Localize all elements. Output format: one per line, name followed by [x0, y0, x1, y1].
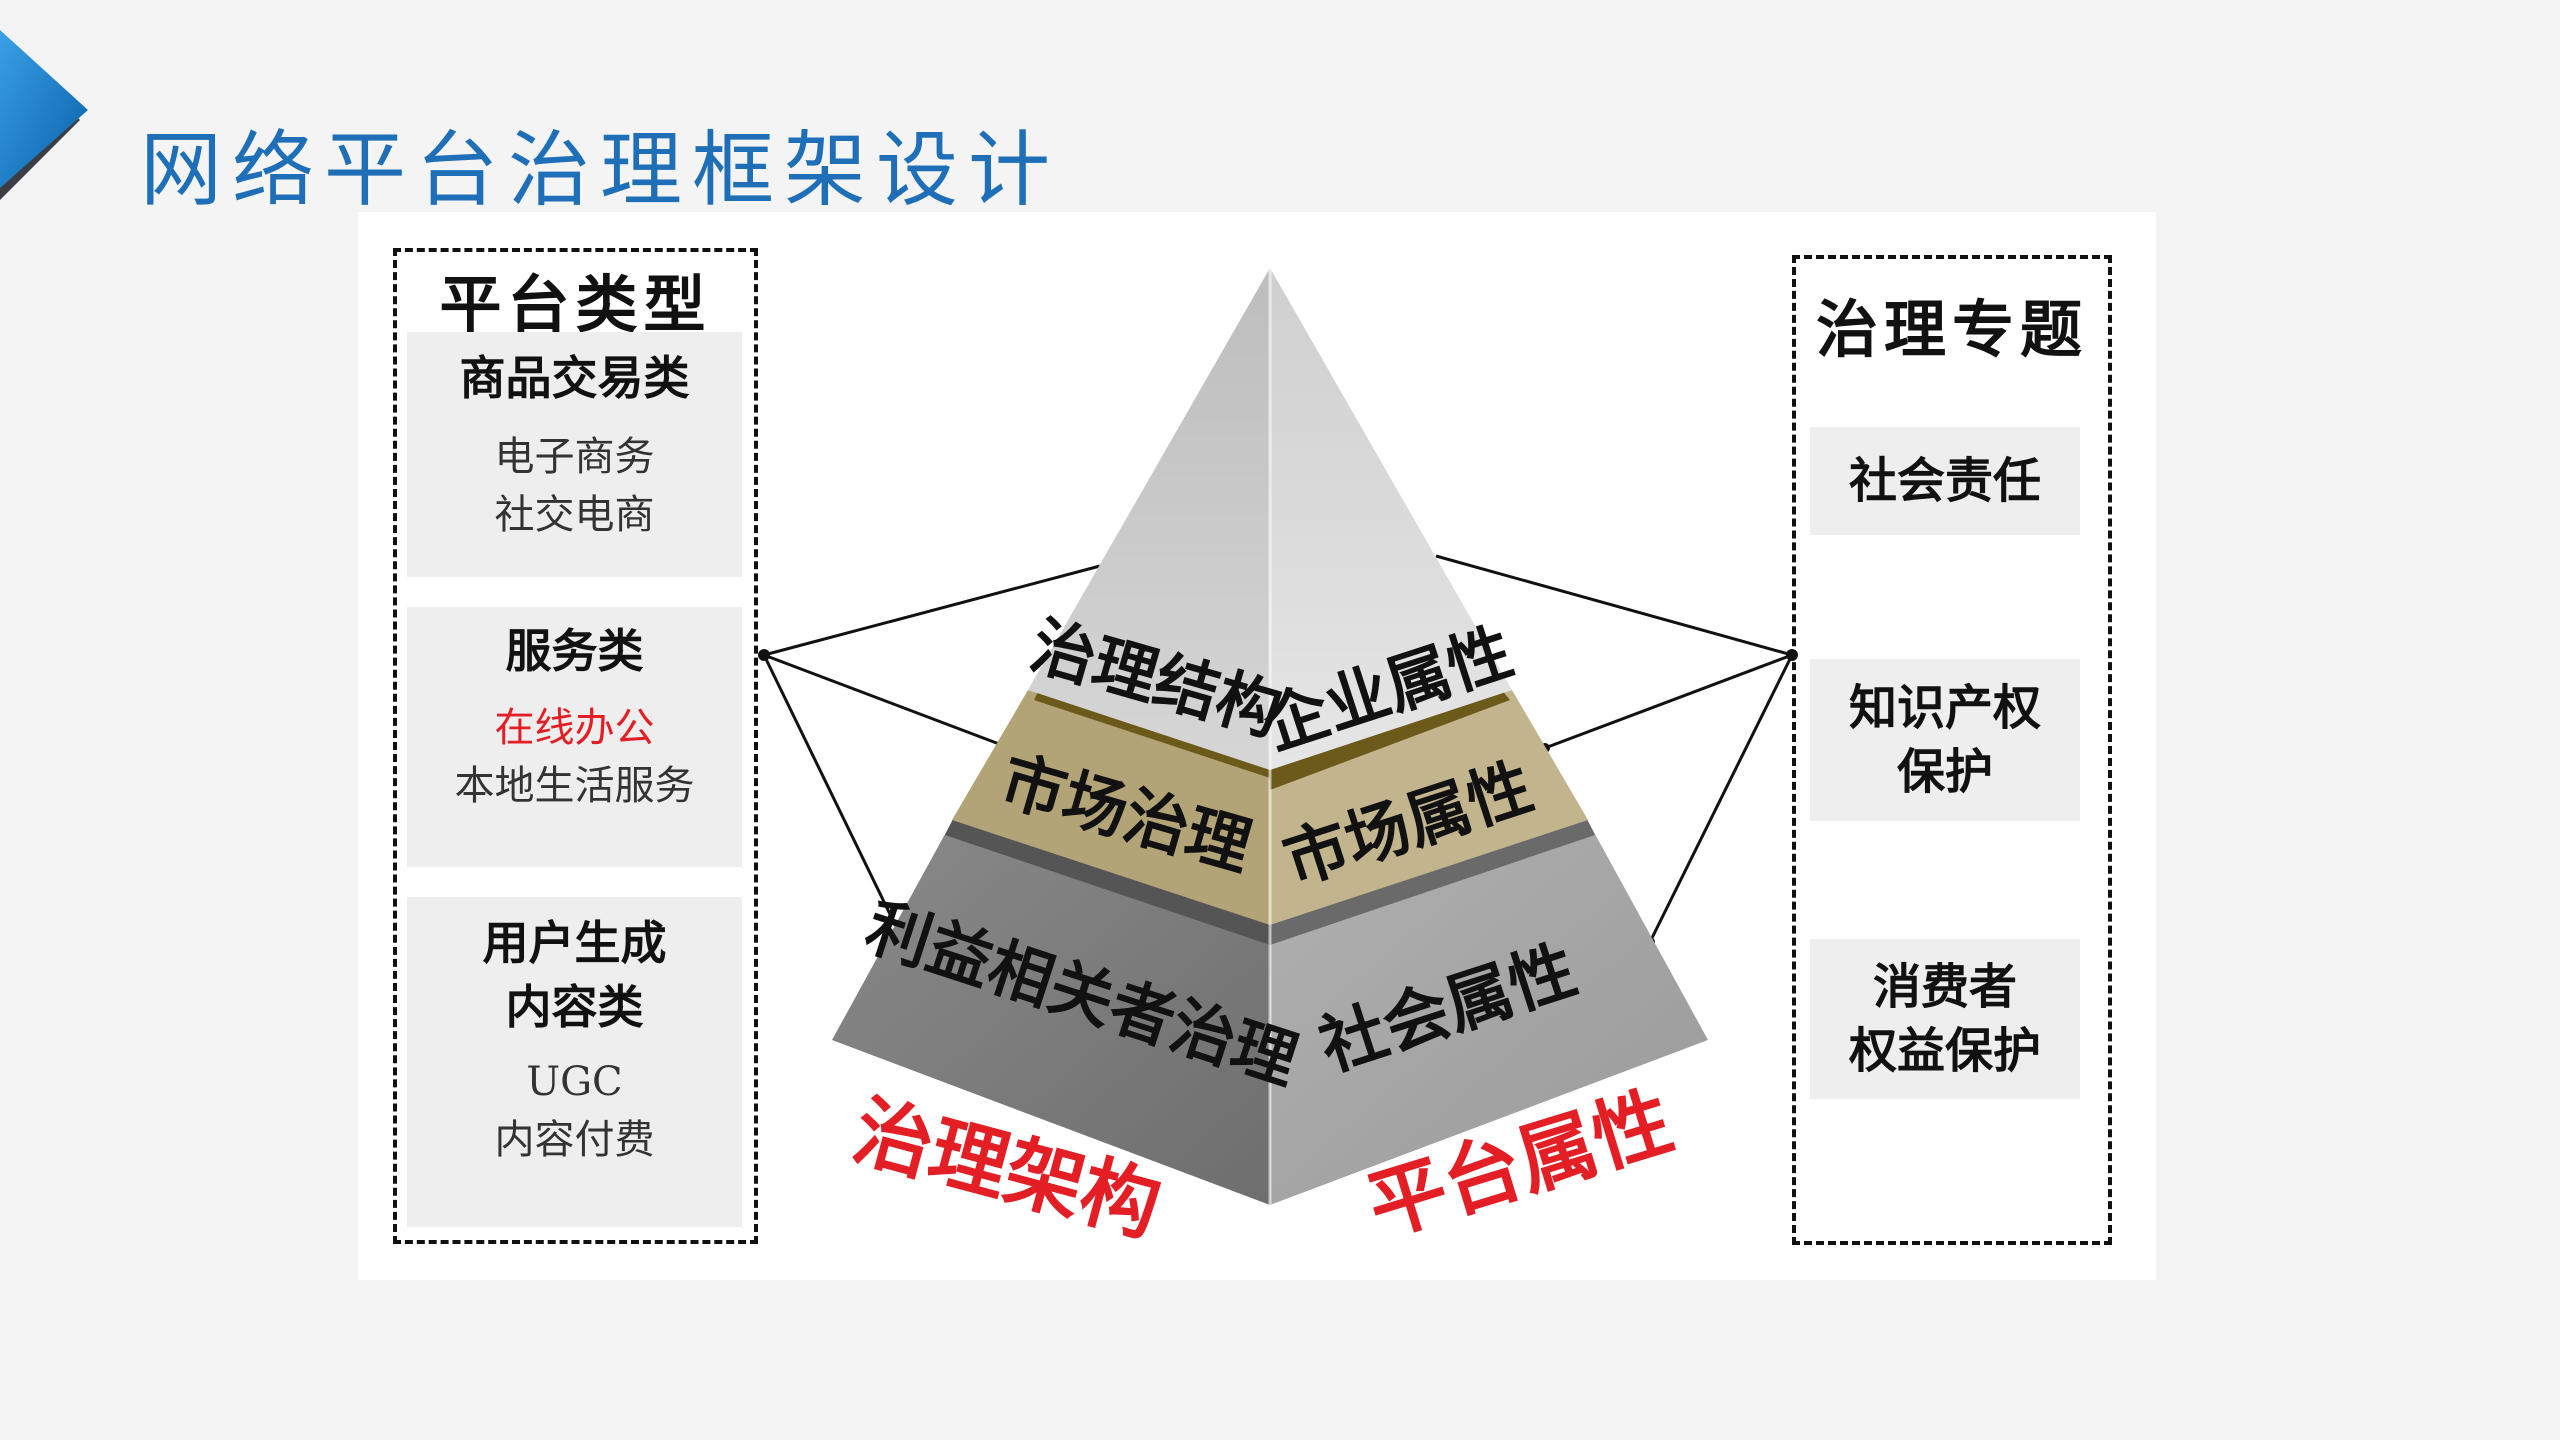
- left-connectors: [762, 564, 1101, 946]
- topic-line: 社会责任: [1848, 453, 2041, 509]
- group-item: 社交电商: [494, 492, 655, 538]
- tier-top-right-face: [1270, 268, 1512, 770]
- tier-bottom-band: [945, 815, 1270, 945]
- right-connectors: [1435, 554, 1794, 943]
- platform-types-column: 平台类型 商品交易类 电子商务 社交电商 服务类 在线办公 本地生活服务 用户生…: [393, 248, 758, 1244]
- group-services: 服务类 在线办公 本地生活服务: [407, 607, 742, 867]
- group-title: 商品交易类: [459, 351, 690, 405]
- group-item: 本地生活服务: [454, 763, 695, 809]
- group-item: 电子商务: [494, 434, 655, 480]
- tier-bottom-band-right: [1270, 815, 1595, 945]
- corner-chevron-decoration: [0, 30, 88, 200]
- governance-topics-column: 治理专题 社会责任 知识产权 保护 消费者 权益保护: [1792, 255, 2112, 1245]
- topic-social-responsibility: 社会责任: [1810, 427, 2080, 535]
- group-item-highlighted: 在线办公: [494, 705, 655, 751]
- tier-bottom-left-face: [832, 825, 1270, 1205]
- group-title: 内容类: [505, 980, 644, 1034]
- platform-types-title: 平台类型: [439, 268, 712, 341]
- topic-intellectual-property: 知识产权 保护: [1810, 659, 2080, 821]
- tier-middle-band-right: [1270, 688, 1510, 790]
- slide-title: 网络平台治理框架设计: [140, 122, 1061, 218]
- tier-bottom-right-face: [1270, 825, 1708, 1205]
- group-ugc: 用户生成 内容类 UGC 内容付费: [407, 897, 742, 1227]
- group-item: 内容付费: [494, 1117, 655, 1163]
- group-commodity-trading: 商品交易类 电子商务 社交电商: [407, 332, 742, 577]
- topic-line: 消费者: [1872, 959, 2017, 1015]
- topic-line: 知识产权: [1848, 680, 2041, 736]
- topic-line: 保护: [1896, 744, 1993, 800]
- tier-top-left-face: [1028, 268, 1270, 770]
- group-title: 用户生成: [482, 916, 667, 970]
- topic-consumer-rights: 消费者 权益保护: [1810, 939, 2080, 1099]
- group-title: 服务类: [505, 624, 644, 678]
- governance-topics-title: 治理专题: [1815, 293, 2088, 366]
- topic-line: 权益保护: [1848, 1023, 2041, 1079]
- group-item: UGC: [526, 1059, 623, 1105]
